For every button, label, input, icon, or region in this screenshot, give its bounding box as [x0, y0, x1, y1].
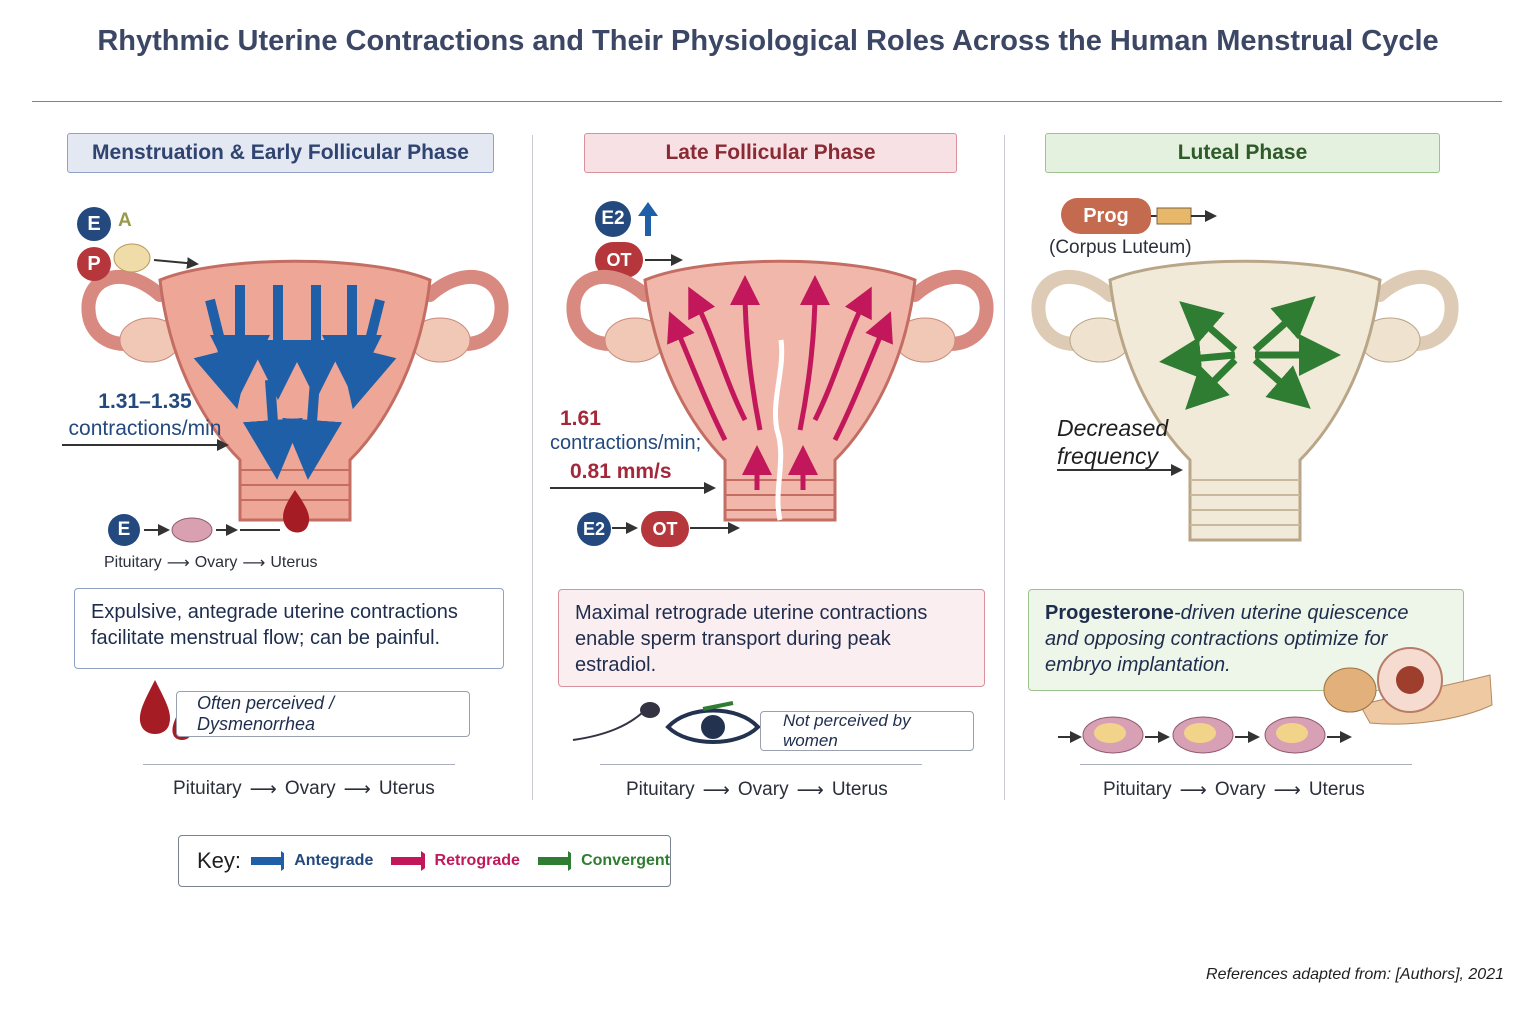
estradiol-badge: E2 — [595, 201, 631, 237]
sperm-and-eye-icon — [572, 701, 761, 744]
progesterone-badge: Prog — [1061, 198, 1151, 234]
chain-arrow-icon: ⟶ — [1179, 779, 1207, 801]
progesterone-badge: P — [77, 247, 111, 281]
corpus-luteum-label: (Corpus Luteum) — [1049, 237, 1192, 258]
page-title: Rhythmic Uterine Contractions and Their … — [97, 25, 1439, 57]
rate-velocity: 0.81 mm/s — [570, 460, 672, 483]
key-antegrade: Antegrade — [294, 852, 374, 869]
uterus-diagram-retrograde — [566, 259, 994, 522]
rate-unit: contractions/min — [68, 417, 222, 440]
pathway-chain: Pituitary ⟶ Ovary ⟶ Uterus — [173, 778, 435, 800]
contraction-rate-retrograde: 1.61 — [560, 407, 601, 430]
estrogen-badge-small: E — [108, 514, 140, 546]
phase-header-luteal: Luteal Phase — [1045, 133, 1440, 173]
description-text: -driven uterine quiescence and opposing … — [1045, 602, 1409, 676]
progesterone-pathway-icon — [1151, 207, 1217, 225]
key-title: Key: — [197, 848, 242, 873]
pathway-arrow — [690, 522, 740, 534]
title-divider — [32, 101, 1502, 102]
chain-arrow-icon: ⟶ — [1273, 779, 1301, 801]
legend-key: Key: Antegrade Retrograde Convergent — [178, 835, 671, 887]
pathway-chain: Pituitary ⟶ Ovary ⟶ Uterus — [626, 779, 888, 801]
phase-description: Maximal retrograde uterine contractions … — [558, 589, 985, 687]
uterus-diagram-convergent — [1031, 259, 1459, 542]
chain-pituitary: Pituitary — [1103, 779, 1172, 800]
chain-uterus: Uterus — [1308, 779, 1365, 800]
frequency-label: Decreased frequency — [1057, 414, 1168, 470]
description-emphasis: Progesterone — [1045, 602, 1174, 624]
antegrade-arrow-icon — [251, 851, 285, 871]
frequency-line2: frequency — [1057, 443, 1159, 469]
oxytocin-badge-small: OT — [641, 511, 689, 547]
chain-arrow-icon: ⟶ — [166, 553, 190, 572]
chain-pituitary: Pituitary — [626, 779, 695, 800]
chain-divider — [1080, 764, 1412, 765]
hormone-pathway-icon — [144, 517, 280, 543]
chain-arrow-icon: ⟶ — [242, 553, 266, 572]
contraction-rate-antegrade: 1.31–1.35 contractions/min — [50, 388, 240, 442]
chain-ovary: Ovary — [1214, 779, 1266, 800]
chain-pituitary: Pituitary — [173, 778, 242, 799]
uterus-diagram-antegrade — [81, 259, 509, 533]
rate-pointer-arrow — [550, 482, 716, 494]
chain-ovary: Ovary — [194, 553, 238, 571]
convergent-arrow-icon — [537, 851, 572, 871]
chain-arrow-icon: ⟶ — [702, 779, 730, 801]
key-retrograde: Retrograde — [434, 852, 520, 869]
column-divider-1 — [532, 135, 533, 800]
chain-divider — [600, 764, 922, 765]
chain-uterus: Uterus — [831, 779, 888, 800]
ovary-follicle-icon — [113, 243, 199, 273]
chain-uterus: Uterus — [378, 778, 435, 799]
chain-ovary: Ovary — [284, 778, 336, 799]
rate-pointer-arrow — [62, 439, 229, 451]
rate-value: 1.31–1.35 — [98, 390, 192, 413]
perception-label: Not perceived by women — [760, 711, 974, 751]
follicle-progression-icon — [1058, 716, 1352, 754]
frequency-pointer-arrow — [1057, 464, 1183, 476]
phase-header-menstruation: Menstruation & Early Follicular Phase — [67, 133, 494, 173]
chain-arrow-icon: ⟶ — [796, 779, 824, 801]
oxytocin-arrow — [645, 254, 683, 266]
embryo-in-hand-icon — [1323, 647, 1493, 725]
estrogen-badge: E — [77, 207, 111, 241]
phase-description: Expulsive, antegrade uterine contraction… — [74, 588, 504, 669]
reference-note: References adapted from: [Authors], 2021 — [1206, 966, 1504, 983]
perception-label: Often perceived / Dysmenorrhea — [176, 691, 470, 737]
increase-arrow-icon — [638, 202, 658, 236]
chain-arrow-icon: ⟶ — [343, 778, 371, 800]
phase-header-late-follicular: Late Follicular Phase — [584, 133, 957, 173]
chain-divider — [143, 764, 455, 765]
pathway-chain-small: Pituitary ⟶ Ovary ⟶ Uterus — [104, 553, 317, 572]
rate-unit: contractions/min; — [550, 432, 702, 454]
chain-ovary: Ovary — [737, 779, 789, 800]
pathway-arrow — [612, 522, 638, 534]
androgen-label: A — [118, 210, 132, 231]
column-divider-2 — [1004, 135, 1005, 800]
chain-arrow-icon: ⟶ — [249, 778, 277, 800]
chain-pituitary: Pituitary — [104, 553, 162, 571]
key-convergent: Convergent — [581, 852, 670, 869]
retrograde-arrow-icon — [391, 851, 425, 871]
estradiol-badge-small: E2 — [577, 512, 611, 546]
chain-uterus: Uterus — [270, 553, 318, 571]
frequency-line1: Decreased — [1057, 415, 1169, 441]
pathway-chain: Pituitary ⟶ Ovary ⟶ Uterus — [1103, 779, 1365, 801]
